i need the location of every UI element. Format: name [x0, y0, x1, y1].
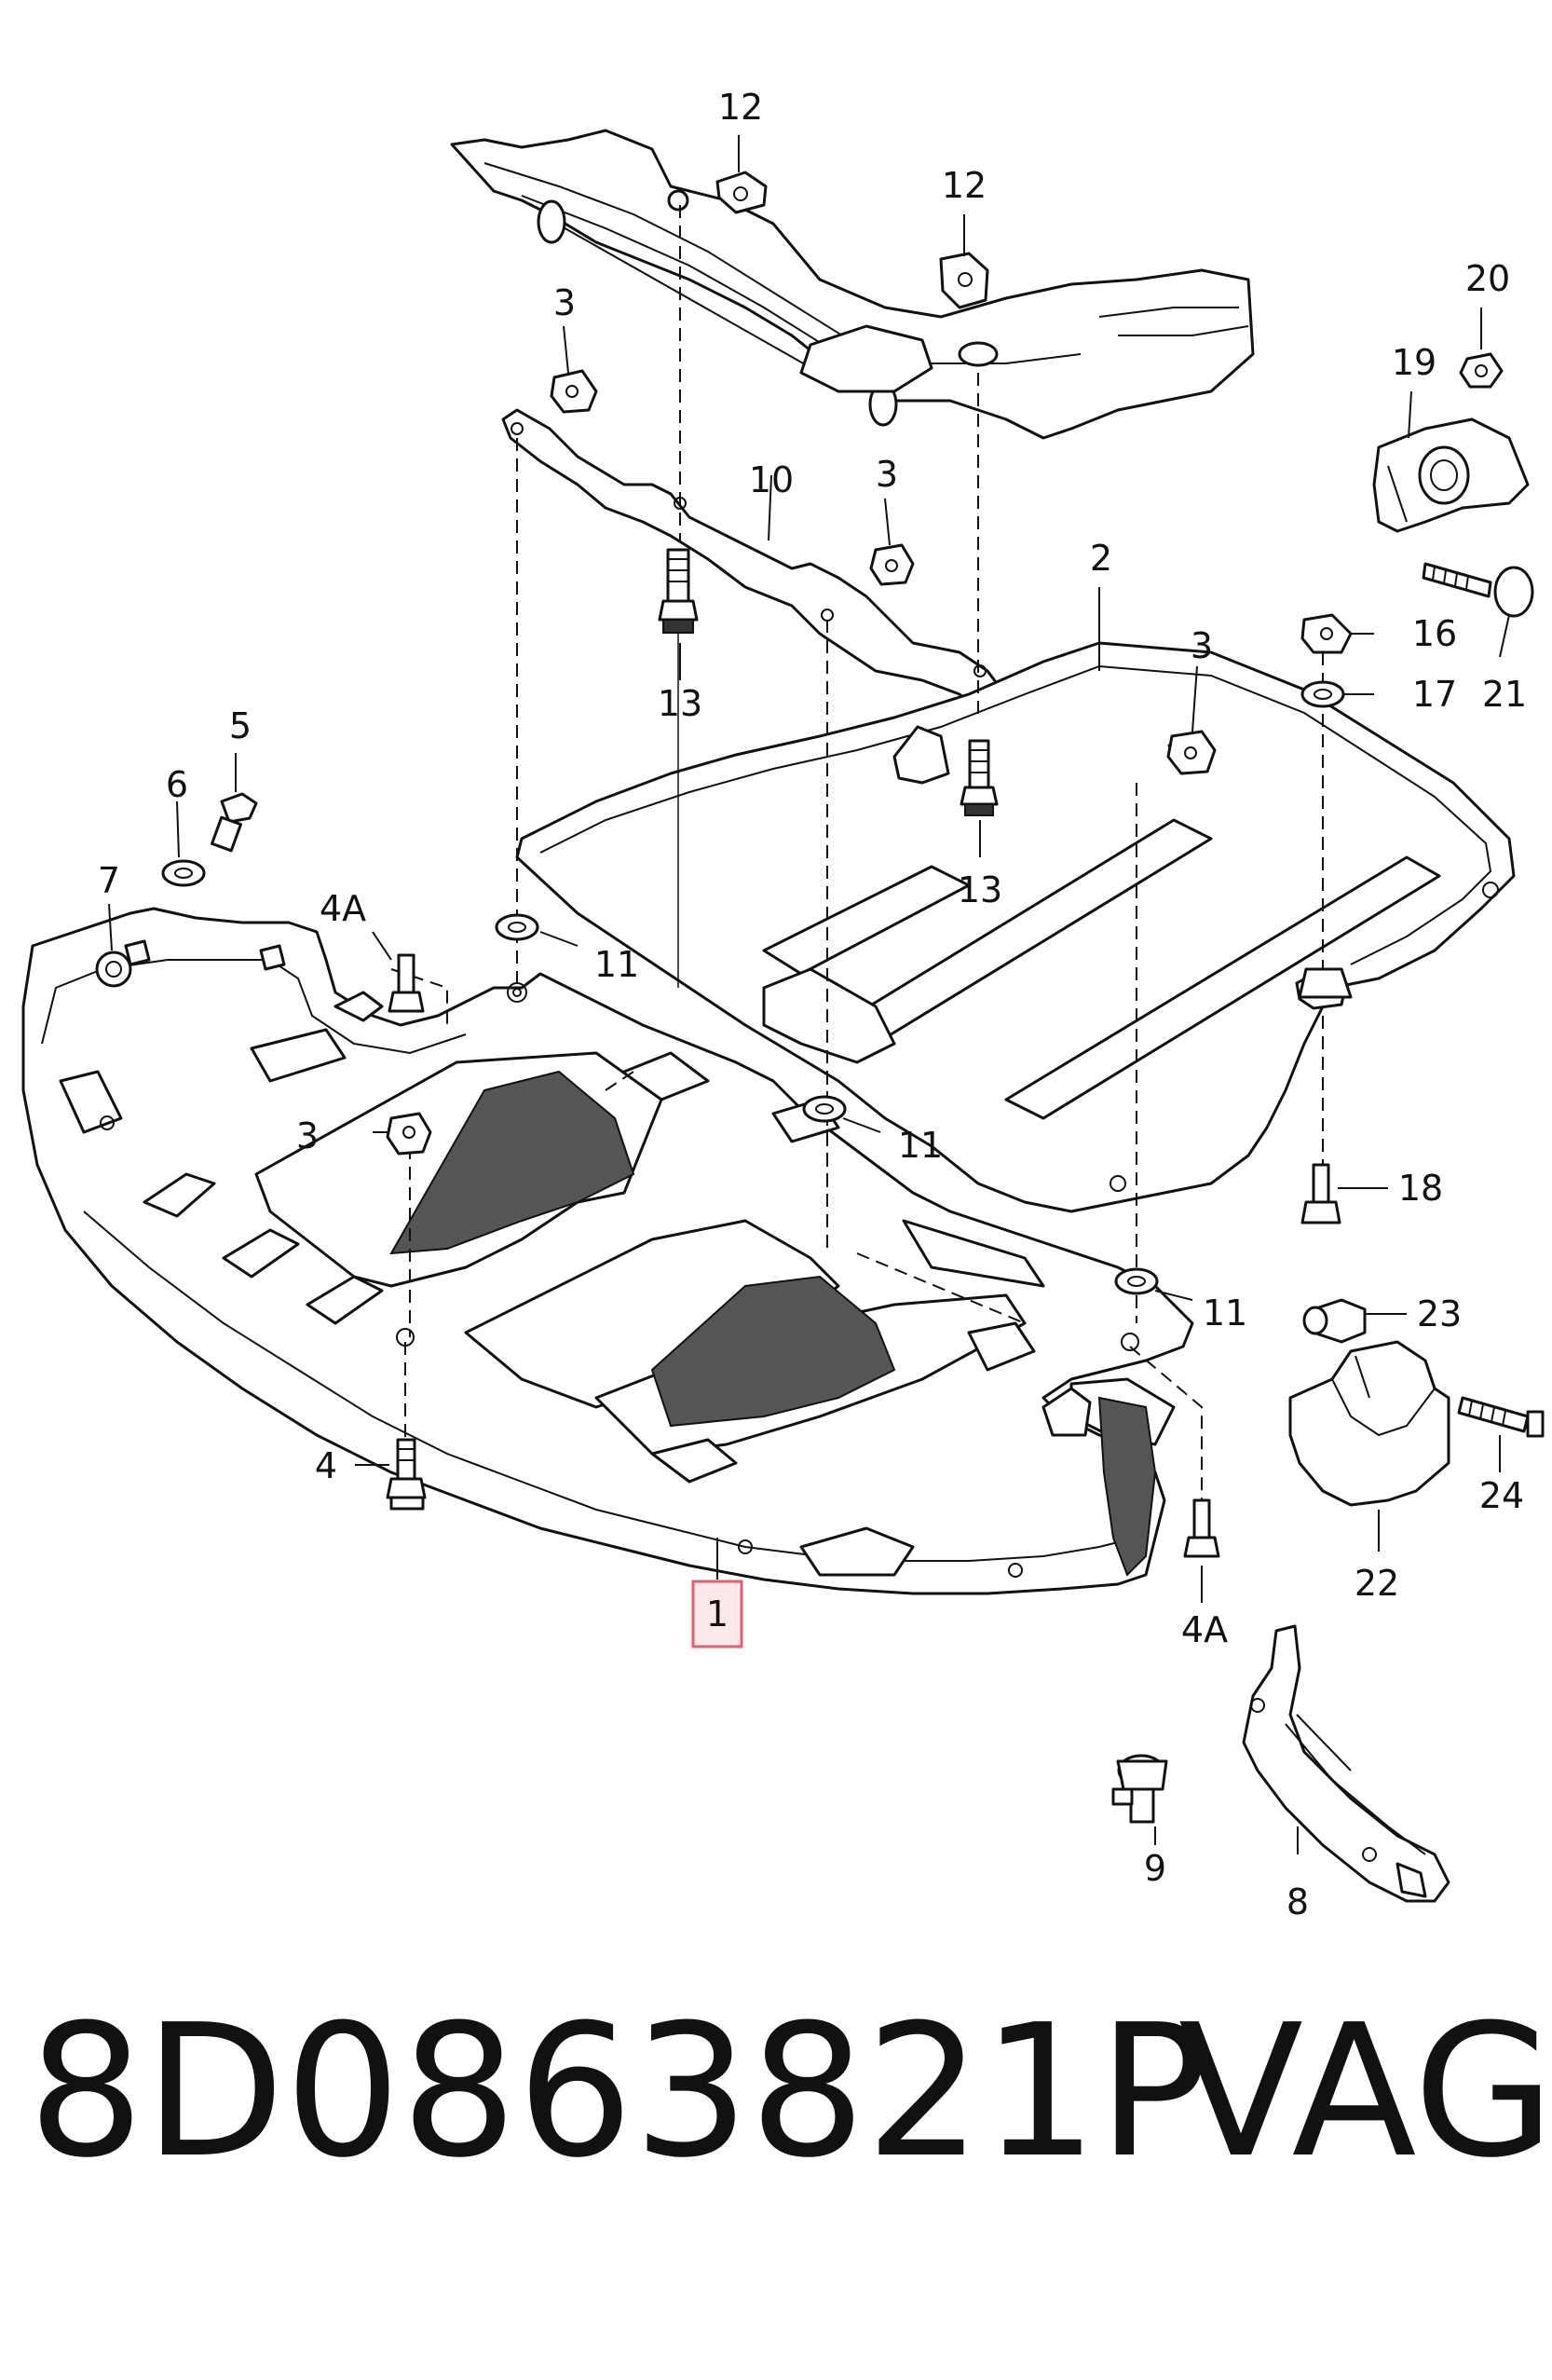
part-caption: 8D0863821P VAG: [28, 1985, 1552, 2199]
callout-4a-right: 4A: [1181, 1609, 1228, 1650]
callout-3a: 3: [553, 282, 576, 323]
part-number: 8D0863821P: [28, 1986, 1208, 2198]
grommet-part-7: [95, 939, 151, 988]
callout-13a: 13: [658, 683, 702, 724]
plug-part-23: [1302, 1298, 1367, 1344]
leader-lines: [108, 135, 1510, 1854]
callout-2: 2: [1090, 538, 1112, 579]
callout-19: 19: [1392, 342, 1436, 383]
callout-labels: 12 12 20 19 3 10 3 2 3 16 17 21 13 5 6 1…: [98, 87, 1527, 1922]
bolt-part-4: [386, 1438, 427, 1511]
bracket-part-8: [1242, 1624, 1450, 1903]
callout-3d: 3: [296, 1115, 319, 1156]
bolt-part-24: [1457, 1396, 1545, 1438]
fastener-nut-3a: [550, 369, 598, 414]
undertray-part-2: [515, 641, 1516, 1213]
grommet-part-18-mount: [1298, 967, 1353, 999]
heat-shield-part-22: [1288, 1340, 1450, 1507]
callout-11a: 11: [594, 944, 639, 985]
callout-10: 10: [749, 459, 794, 500]
undertray-part-1: [21, 907, 1194, 1595]
bolt-part-5: [211, 792, 258, 853]
washer-part-11a: [495, 913, 539, 941]
callout-24: 24: [1479, 1475, 1524, 1516]
callout-8: 8: [1287, 1881, 1309, 1922]
washer-part-17: [1300, 680, 1345, 708]
callout-9: 9: [1144, 1848, 1166, 1889]
callout-12b: 12: [942, 165, 987, 206]
fastener-nut-3b: [869, 543, 915, 586]
bracket-part-19: [1372, 417, 1530, 533]
screw-part-21: [1422, 562, 1534, 618]
brand-name: VAG: [1178, 1986, 1552, 2198]
subframe-crossmember: [450, 129, 1255, 440]
callout-7: 7: [98, 860, 120, 901]
callout-11c: 11: [1203, 1293, 1247, 1334]
callout-23: 23: [1417, 1293, 1462, 1334]
washer-part-6: [161, 859, 206, 887]
fastener-nut-3c: [1166, 730, 1217, 775]
callout-16: 16: [1412, 613, 1457, 654]
bolt-part-13a: [658, 548, 699, 634]
washer-part-11b: [802, 1095, 847, 1123]
clip-part-9: [1111, 1754, 1168, 1824]
callout-21: 21: [1482, 674, 1527, 715]
screw-part-18: [1300, 1163, 1341, 1224]
callout-18: 18: [1398, 1168, 1443, 1209]
highlight-box-part-1: [691, 1580, 743, 1648]
nut-part-12b: [939, 252, 999, 367]
callout-13b: 13: [958, 869, 1002, 910]
callout-12a: 12: [718, 87, 763, 128]
washer-part-11c: [1114, 1267, 1159, 1295]
nut-part-20: [1459, 352, 1504, 389]
callout-22: 22: [1355, 1563, 1399, 1604]
clip-part-16: [1300, 613, 1353, 654]
bolt-part-4a-left: [388, 953, 425, 1013]
callout-6: 6: [166, 764, 188, 805]
nut-part-12a: [667, 171, 768, 214]
callout-4: 4: [315, 1445, 337, 1486]
callout-11b: 11: [898, 1125, 943, 1166]
callout-3c: 3: [1191, 625, 1213, 666]
callout-20: 20: [1465, 258, 1510, 299]
fastener-nut-3d: [386, 1112, 432, 1156]
bolt-part-13b: [960, 739, 999, 816]
callout-3b: 3: [876, 454, 898, 495]
callout-5: 5: [229, 705, 252, 746]
callout-1: 1: [706, 1594, 728, 1635]
callout-17: 17: [1412, 674, 1457, 715]
bolt-part-4a-right: [1183, 1498, 1220, 1558]
callout-4a-left: 4A: [320, 888, 366, 929]
